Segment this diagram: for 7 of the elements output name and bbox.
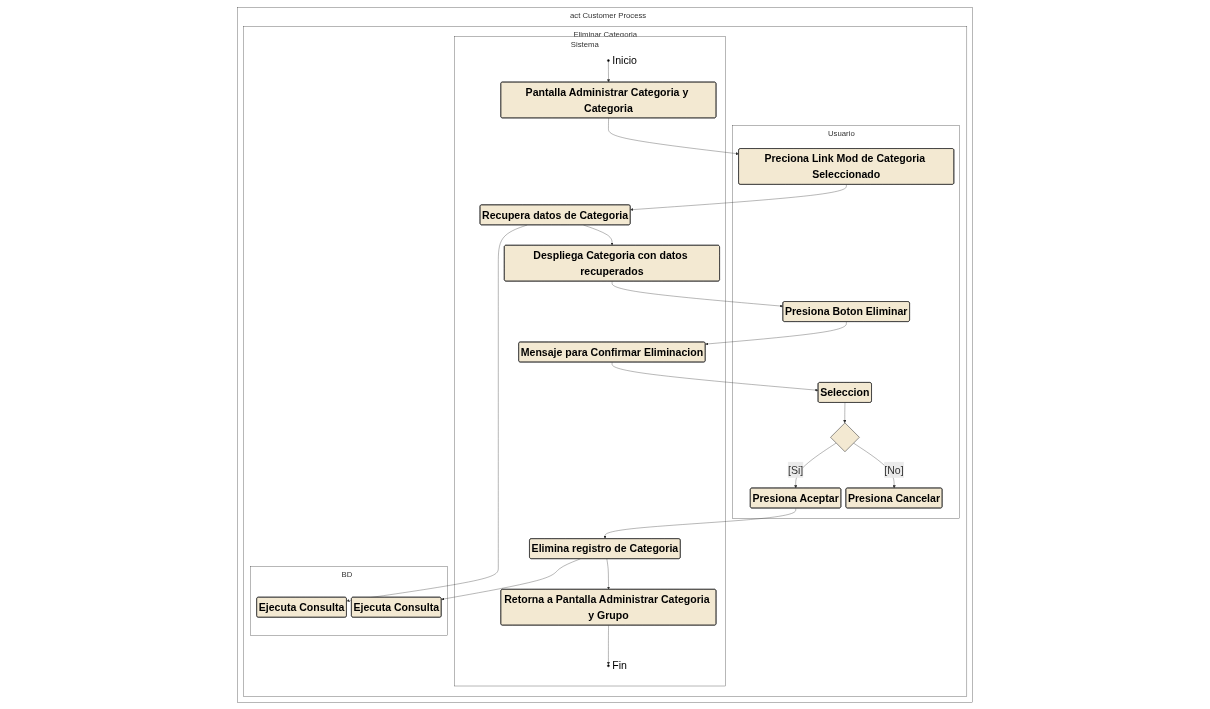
node-label: Fin (612, 659, 627, 672)
node-diamond (830, 422, 860, 452)
node-circle (606, 664, 610, 667)
node-circle (606, 58, 610, 62)
edge-label: [Si] (787, 463, 803, 476)
edge-label: [No] (884, 463, 904, 476)
node-label: Inicio (612, 54, 637, 66)
